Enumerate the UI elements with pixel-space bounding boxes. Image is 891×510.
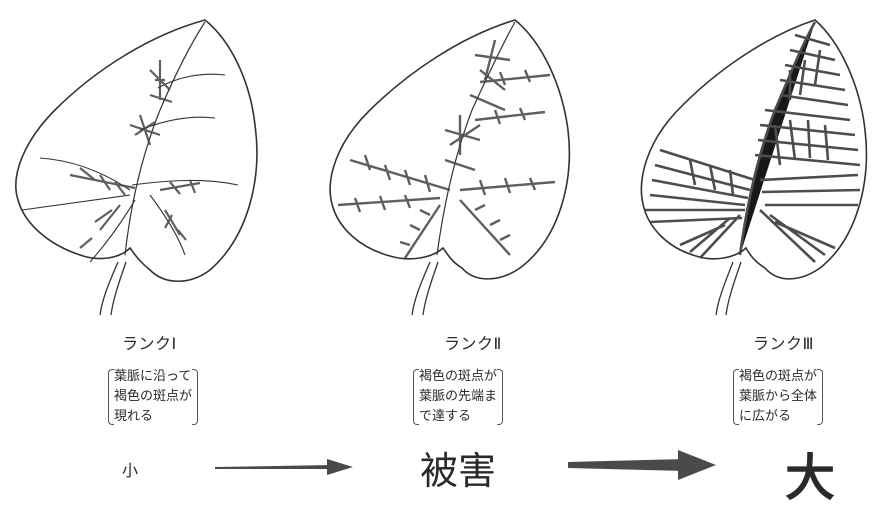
arrow-right-icon xyxy=(568,449,718,481)
arrow-right-icon xyxy=(215,455,355,479)
bracket-right xyxy=(817,369,823,425)
bracket-left xyxy=(108,369,114,425)
bracket-left xyxy=(733,369,739,425)
rank-3-desc-line-3: に広がる xyxy=(739,407,817,427)
leaf-rank-1-drawing xyxy=(0,0,300,320)
rank-1-desc-line-3: 現れる xyxy=(114,407,192,427)
rank-1-description: 葉脈に沿って 褐色の斑点が 現れる xyxy=(108,367,198,427)
rank-2-desc-line-1: 褐色の斑点が xyxy=(419,367,497,387)
leaf-rank-3-drawing xyxy=(630,0,890,320)
leaf-rank-2 xyxy=(310,0,610,320)
damage-low-label: 小 xyxy=(122,457,138,481)
rank-2-description: 褐色の斑点が 葉脈の先端ま で達する xyxy=(413,367,503,427)
rank-2-desc-line-2: 葉脈の先端ま xyxy=(419,387,497,407)
leaf-rank-1 xyxy=(0,0,300,320)
rank-2-title: ランクⅡ xyxy=(444,330,502,354)
leaf-damage-rank-diagram: ランクⅠ ランクⅡ ランクⅢ 葉脈に沿って 褐色の斑点が 現れる 褐色の斑点が … xyxy=(0,0,891,498)
rank-1-desc-line-2: 褐色の斑点が xyxy=(114,387,192,407)
leaf-rank-2-drawing xyxy=(310,0,610,320)
bracket-right xyxy=(497,369,503,425)
rank-3-desc-line-2: 葉脈から全体 xyxy=(739,387,817,407)
rank-1-title: ランクⅠ xyxy=(122,330,177,354)
rank-3-description: 褐色の斑点が 葉脈から全体 に広がる xyxy=(733,367,823,427)
bracket-right xyxy=(192,369,198,425)
rank-2-desc-line-3: で達する xyxy=(419,407,497,427)
leaf-rank-3 xyxy=(630,0,891,320)
rank-1-desc-line-1: 葉脈に沿って xyxy=(114,367,192,387)
rank-3-desc-line-1: 褐色の斑点が xyxy=(739,367,817,387)
damage-high-label: 大 xyxy=(785,438,835,510)
rank-3-title: ランクⅢ xyxy=(753,330,814,354)
damage-label: 被害 xyxy=(420,440,496,495)
bracket-left xyxy=(413,369,419,425)
